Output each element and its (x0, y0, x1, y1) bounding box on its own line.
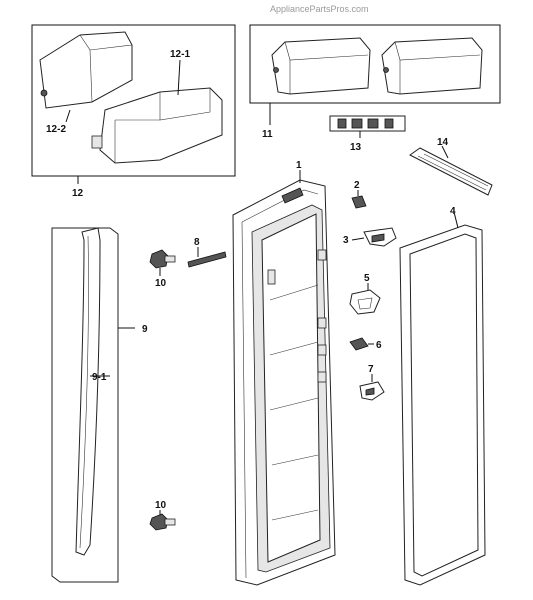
callout-9: 9 (142, 324, 148, 335)
cap-part (351, 195, 367, 209)
door-gasket-inner (409, 233, 479, 577)
callout-14: 14 (437, 137, 449, 148)
door-guard-assembly: 11 (249, 24, 501, 140)
part-6-group: 6 (349, 337, 382, 351)
group-12-box (31, 24, 236, 177)
callout-13: 13 (350, 142, 362, 153)
dairy-cover-part (39, 31, 133, 109)
screw-strip-part (187, 251, 227, 268)
callout-1: 1 (296, 160, 302, 171)
callout-9-1: 9-1 (92, 372, 107, 383)
screw-bottom-group: 10 (149, 500, 176, 531)
part-5-group: 5 (349, 273, 381, 315)
screw-part (149, 513, 169, 531)
stopper-part (349, 289, 381, 315)
shelf-clip (317, 249, 327, 261)
callout-10-bottom: 10 (155, 500, 167, 511)
callout-7: 7 (368, 364, 374, 375)
door-handle-group: 9 9-1 (51, 227, 148, 583)
dairy-bin-assembly: 12-1 12-2 12 (31, 24, 236, 199)
callout-12-2: 12-2 (46, 124, 66, 135)
screw-top-group: 10 (149, 249, 176, 289)
door-gasket-group: 4 (399, 206, 486, 586)
callout-11: 11 (262, 129, 273, 140)
trim-part (409, 147, 493, 196)
top-hinge-part (281, 187, 304, 204)
watermark: AppliancePartsPros.com (270, 4, 369, 14)
cushion-part (349, 337, 369, 351)
callout-8: 8 (194, 237, 200, 248)
callout-10-top: 10 (155, 278, 167, 289)
part-2-group: 2 (351, 180, 367, 209)
callout-3: 3 (343, 235, 349, 246)
cover-hinge-knob (40, 89, 48, 97)
handle-part (75, 227, 101, 556)
callout-2: 2 (354, 180, 360, 191)
callout-12-1: 12-1 (170, 49, 190, 60)
bin-hinge-part (91, 135, 103, 149)
part-3-group: 3 (343, 227, 397, 247)
door-guard-right-part (381, 37, 483, 95)
callout-4: 4 (450, 206, 456, 217)
callout-6: 6 (376, 340, 382, 351)
screw-part (149, 249, 169, 269)
shelf-clip (317, 371, 327, 383)
dairy-bin-part (99, 87, 223, 164)
group-11-box (249, 24, 501, 104)
callout-12: 12 (72, 188, 84, 199)
part-13-label-strip: 13 (329, 115, 406, 153)
part-7-group: 7 (359, 364, 385, 401)
part-8-screws: 8 (187, 237, 227, 268)
shelf-clip (317, 317, 327, 329)
door-guard-left-part (271, 37, 371, 95)
handle-box (51, 227, 119, 583)
shelf-clip (317, 344, 327, 356)
callout-5: 5 (364, 273, 370, 284)
door-assembly: 1 (232, 160, 336, 586)
part-14-handle-trim: 14 (409, 137, 493, 196)
door-inner-panel (261, 213, 321, 563)
shelf-clip (267, 269, 276, 285)
